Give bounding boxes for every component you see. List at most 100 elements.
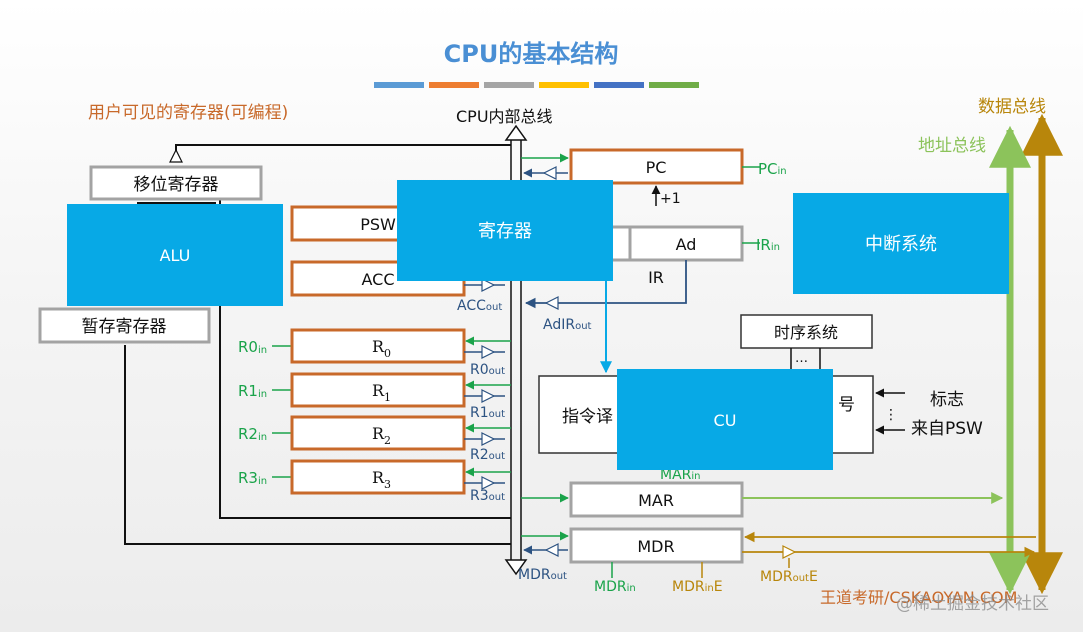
mdr-oute-label: MDRoutE — [760, 569, 818, 585]
r1-label: R1 — [372, 381, 391, 404]
r0-out-base: R0 — [470, 362, 489, 378]
r3-out-base: R3 — [470, 488, 489, 504]
r0-sub: 0 — [384, 347, 391, 360]
title-bar-seg — [594, 82, 644, 88]
acc-out-label: ACCout — [457, 298, 502, 314]
mdr-out-base: MDR — [518, 567, 551, 583]
r0-label: R0 — [372, 337, 391, 360]
r3-label: R3 — [372, 468, 391, 491]
mdr-ine-sub: in — [705, 583, 714, 594]
ir-label: IR — [648, 268, 664, 287]
r2-base: R — [372, 424, 385, 443]
interrupt-label: 中断系统 — [865, 234, 937, 255]
flag-label: 标志 — [930, 390, 964, 410]
r3-box — [290, 459, 466, 495]
pc-in-label: PCin — [758, 160, 787, 178]
interrupt-block — [793, 193, 1009, 294]
r0-box — [290, 328, 466, 364]
adir-out-sub: out — [575, 321, 591, 332]
signal-label-partial-1: 号 — [838, 395, 855, 415]
title-bar-seg — [429, 82, 479, 88]
internal-bus-bottom-arrow — [504, 559, 528, 576]
mdr-ine-suffix: E — [714, 579, 723, 595]
r2-in-sub: in — [258, 432, 267, 443]
r0-in-base: R0 — [238, 338, 258, 356]
mdr-box — [569, 527, 744, 564]
pc-in-base: PC — [758, 160, 778, 178]
r3-in-sub: in — [258, 476, 267, 487]
shifter-box — [89, 165, 263, 201]
acc-out-base: ACC — [457, 298, 486, 314]
r3-out-gate — [481, 476, 496, 490]
r3-out-sub: out — [489, 492, 505, 503]
mdr-out-sub: out — [551, 571, 567, 582]
mdr-in-base: MDR — [594, 579, 627, 595]
from-psw-label: 来自PSW — [911, 419, 983, 439]
pc-in-sub: in — [778, 166, 787, 177]
title-bar-seg — [649, 82, 699, 88]
watermark-2: @稀土掘金技术社区 — [896, 594, 1049, 614]
ir-in-label: IRin — [756, 236, 780, 254]
decoder-label-partial: 指令译 — [562, 407, 613, 427]
pc-out-gate — [542, 166, 557, 180]
title-bar-seg — [539, 82, 589, 88]
mdr-ine-base: MDR — [672, 579, 705, 595]
r2-out-base: R2 — [470, 447, 489, 463]
registers-block — [397, 180, 613, 281]
r1-out-gate — [481, 389, 496, 403]
mdr-oute-sub: out — [793, 573, 809, 584]
alu-block — [67, 204, 283, 306]
r1-in-label: R1in — [238, 382, 267, 400]
adir-out-base: AdIR — [543, 317, 575, 333]
watermark: 王道考研/CSKAOYAN.COM — [820, 588, 1017, 607]
r1-in-sub: in — [258, 389, 267, 400]
ir-in-sub: in — [771, 242, 780, 253]
temp-register-box — [38, 307, 211, 344]
title-bar-seg — [374, 82, 424, 88]
data-bus-label: 数据总线 — [978, 97, 1046, 117]
r2-in-base: R2 — [238, 425, 258, 443]
mar-label: MAR — [638, 491, 674, 510]
mdr-out-gate — [544, 543, 559, 557]
ad-label: Ad — [676, 235, 697, 254]
mdr-label: MDR — [637, 537, 674, 556]
r1-base: R — [372, 381, 385, 400]
pc-label: PC — [646, 158, 667, 177]
mdr-oute-base: MDR — [760, 569, 793, 585]
r1-box — [290, 372, 466, 408]
r3-in-label: R3in — [238, 469, 267, 487]
r3-sub: 3 — [384, 478, 391, 491]
ir-in-base: IR — [756, 236, 771, 254]
r3-in-base: R3 — [238, 469, 258, 487]
r1-out-label: R1out — [470, 405, 505, 421]
r0-in-label: R0in — [238, 338, 267, 356]
alu-label: ALU — [160, 246, 191, 265]
r3-base: R — [372, 468, 385, 487]
visible-regs-label: 用户可见的寄存器(可编程) — [88, 103, 288, 123]
mar-in-label: MARin — [660, 467, 701, 483]
shifter-label: 移位寄存器 — [134, 175, 219, 195]
r1-out-base: R1 — [470, 405, 489, 421]
mar-in-base: MAR — [660, 467, 692, 483]
mdr-in-label: MDRin — [594, 579, 636, 595]
r2-out-gate — [481, 432, 496, 446]
r1-out-sub: out — [489, 409, 505, 420]
cu-block — [617, 369, 833, 470]
adir-out-label: AdIRout — [543, 317, 592, 333]
r2-label: R2 — [372, 424, 391, 447]
r1-sub: 1 — [384, 391, 391, 404]
title-bar-seg — [484, 82, 534, 88]
pc-box — [569, 148, 744, 185]
r0-out-label: R0out — [470, 362, 505, 378]
r2-sub: 2 — [384, 434, 391, 447]
mdr-in-sub: in — [627, 583, 636, 594]
mdr-oute-suffix: E — [809, 569, 818, 585]
ad-out-gate — [544, 296, 559, 310]
mar-in-sub: in — [691, 471, 700, 482]
flag-vdots: ⋮ — [884, 407, 898, 423]
temp-register-label: 暂存寄存器 — [82, 317, 167, 337]
mar-box — [569, 481, 744, 518]
r0-out-gate — [481, 345, 496, 359]
